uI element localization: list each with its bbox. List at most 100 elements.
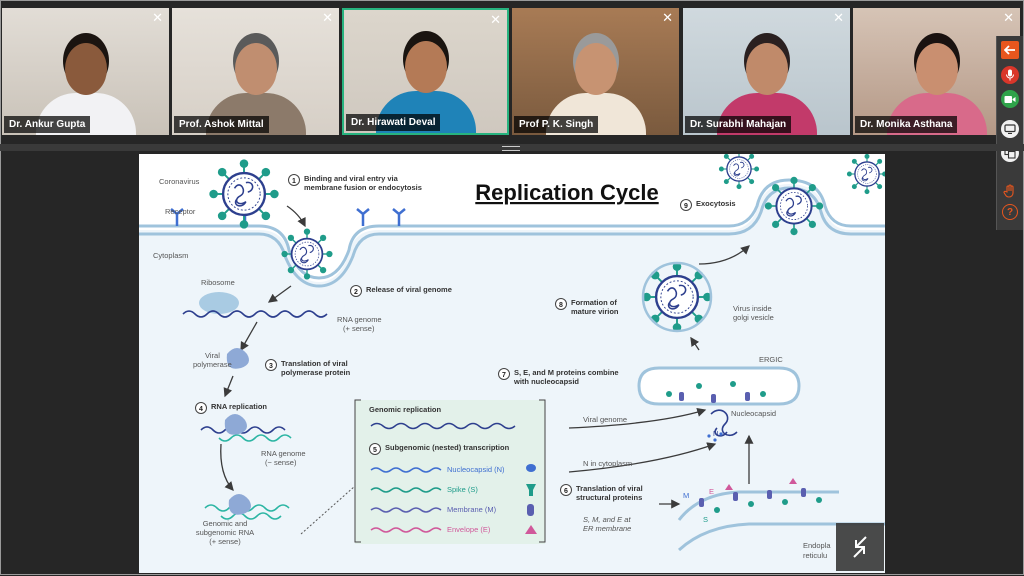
receptor-icons xyxy=(170,208,406,226)
label-coronavirus: Coronavirus xyxy=(159,177,200,186)
step-line2: structural proteins xyxy=(576,493,642,502)
label-viral-polymerase-1: Viral xyxy=(205,351,220,360)
label-s: S xyxy=(703,515,708,524)
screen-share-icon[interactable] xyxy=(1001,120,1019,138)
step-line1: Translation of viral xyxy=(281,359,348,368)
close-tile-icon[interactable]: ✕ xyxy=(490,12,501,27)
participant-tile[interactable]: ✕ Dr. Hirawati Deval xyxy=(342,8,509,135)
step-line1: S, E, and M proteins combine xyxy=(514,368,619,377)
label-rna-genome-neg-1: RNA genome xyxy=(261,449,306,458)
step-number: 8 xyxy=(559,302,563,309)
participant-tile[interactable]: ✕ Dr. Ankur Gupta xyxy=(2,8,169,135)
label-endoplasmic-2: reticulu xyxy=(803,551,827,560)
label-virus-golgi-1: Virus inside xyxy=(733,304,772,313)
participant-tile[interactable]: ✕ Prof. Ashok Mittal xyxy=(172,8,339,135)
envelope-legend-icon xyxy=(525,525,537,534)
participant-strip: ✕ Dr. Ankur Gupta ✕ Prof. Ashok Mittal ✕ Dr. … xyxy=(2,8,1020,136)
label-e: E xyxy=(709,487,714,496)
box-item-spike: Spike (S) xyxy=(447,485,478,494)
step-line1: Translation of viral xyxy=(576,484,643,493)
step-line1: Release of viral genome xyxy=(366,285,452,294)
label-rna-genome-pos-1: RNA genome xyxy=(337,315,382,324)
close-tile-icon[interactable]: ✕ xyxy=(152,10,163,25)
step-number: 3 xyxy=(269,363,273,370)
box-item-membrane: Membrane (M) xyxy=(447,505,497,514)
label-nucleocapsid: Nucleocapsid xyxy=(731,409,776,418)
step-line2: membrane fusion or endocytosis xyxy=(304,183,422,192)
step-number: 4 xyxy=(199,406,203,413)
box-item-envelope: Envelope (E) xyxy=(447,525,491,534)
label-genomic-sub-3: (+ sense) xyxy=(209,537,241,546)
step-number: 5 xyxy=(373,447,377,454)
close-tile-icon[interactable]: ✕ xyxy=(322,10,333,25)
step-line2: polymerase protein xyxy=(281,368,351,377)
label-receptor: Receptor xyxy=(165,207,196,216)
close-tile-icon[interactable]: ✕ xyxy=(833,10,844,25)
box-genomic-replication: Genomic replication xyxy=(369,405,442,414)
participant-tile[interactable]: ✕ Prof P. K. Singh xyxy=(512,8,679,135)
leave-arrow-icon[interactable] xyxy=(1001,41,1019,59)
label-sme-1: S, M, and E at xyxy=(583,515,631,524)
participant-name: Prof. Ashok Mittal xyxy=(174,116,269,133)
participant-name: Dr. Ankur Gupta xyxy=(4,116,91,133)
step-line1: Subgenomic (nested) transcription xyxy=(385,443,510,452)
step-number: 2 xyxy=(354,289,358,296)
participant-name: Dr. Monika Asthana xyxy=(855,116,958,133)
participant-name: Dr. Surabhi Mahajan xyxy=(685,116,792,133)
step-number: 7 xyxy=(502,372,506,379)
label-m: M xyxy=(683,491,689,500)
label-n: N xyxy=(713,429,718,438)
label-cytoplasm: Cytoplasm xyxy=(153,251,188,260)
slide-title: Replication Cycle xyxy=(475,180,658,205)
label-sme-2: ER membrane xyxy=(583,524,631,533)
membrane-legend-icon xyxy=(527,504,534,516)
label-virus-golgi-2: golgi vesicle xyxy=(733,313,774,322)
step-2: 2 Release of viral genome xyxy=(350,285,452,297)
step-4: 4 RNA replication xyxy=(195,402,267,414)
camera-icon[interactable] xyxy=(1001,90,1019,108)
resize-grip-icon[interactable] xyxy=(502,146,520,151)
step-line1: Binding and viral entry via xyxy=(304,174,399,183)
step-number: 9 xyxy=(684,203,688,210)
label-rna-genome-pos-2: (+ sense) xyxy=(343,324,375,333)
meeting-toolbar: ? xyxy=(996,36,1023,230)
panel-divider[interactable] xyxy=(0,144,1024,151)
spike-legend-icon xyxy=(526,484,536,496)
close-tile-icon[interactable]: ✕ xyxy=(662,10,673,25)
step-number: 1 xyxy=(292,178,296,185)
participant-tile[interactable]: ✕ Dr. Monika Asthana xyxy=(853,8,1020,135)
label-ribosome: Ribosome xyxy=(201,278,235,287)
step-line1: Formation of xyxy=(571,298,617,307)
participant-name: Dr. Hirawati Deval xyxy=(346,114,441,131)
label-ergic: ERGIC xyxy=(759,355,783,364)
box-item-nucleocapsid: Nucleocapsid (N) xyxy=(447,465,505,474)
microphone-icon[interactable] xyxy=(1001,66,1019,84)
shared-slide: Replication Cycle Coronavirus Receptor C… xyxy=(139,154,885,573)
step-line2: mature virion xyxy=(571,307,619,316)
participant-tile[interactable]: ✕ Dr. Surabhi Mahajan xyxy=(683,8,850,135)
exit-fullscreen-button[interactable] xyxy=(836,523,884,571)
nucleocapsid-legend-icon xyxy=(526,464,536,472)
step-line1: Exocytosis xyxy=(696,199,736,208)
label-n-in-cytoplasm: N in cytoplasm xyxy=(583,459,632,468)
participant-name: Prof P. K. Singh xyxy=(514,116,599,133)
label-genomic-sub-1: Genomic and xyxy=(203,519,248,528)
label-genomic-sub-2: subgenomic RNA xyxy=(196,528,254,537)
step-line1: RNA replication xyxy=(211,402,267,411)
label-endoplasmic-1: Endopla xyxy=(803,541,831,550)
collapse-arrows-icon xyxy=(853,536,867,558)
raise-hand-icon[interactable] xyxy=(1001,182,1019,200)
help-icon[interactable]: ? xyxy=(1002,204,1018,220)
step-9: 9 Exocytosis xyxy=(680,199,736,211)
label-rna-genome-neg-2: (− sense) xyxy=(265,458,297,467)
step-5: 5 Subgenomic (nested) transcription xyxy=(369,443,510,455)
step-line2: with nucleocapsid xyxy=(513,377,579,386)
label-viral-polymerase-2: polymerase xyxy=(193,360,232,369)
avatar xyxy=(201,25,311,135)
close-tile-icon[interactable]: ✕ xyxy=(1003,10,1014,25)
